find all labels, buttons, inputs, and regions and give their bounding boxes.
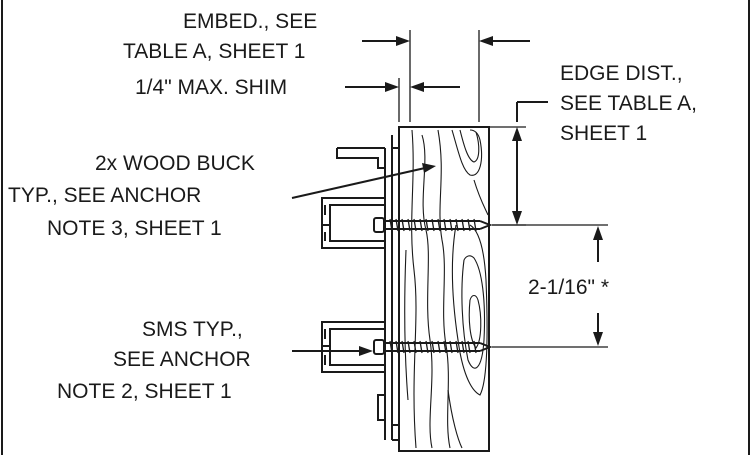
wood-grain (404, 129, 489, 449)
sms-label-line1: SMS TYP., (142, 318, 243, 341)
buck-label-line1: 2x WOOD BUCK (95, 152, 255, 175)
edge-label-line3: SHEET 1 (560, 122, 647, 145)
embed-label-line1: EMBED., SEE (183, 10, 317, 33)
aluminum-frame-profile (321, 135, 400, 441)
edge-label-line1: EDGE DIST., (560, 62, 683, 85)
spacing-label: 2-1/16" * (528, 276, 609, 299)
edge-label-line2: SEE TABLE A, (560, 92, 697, 115)
edge-distance-dimension (482, 101, 548, 226)
screw-spacing-dimension (492, 224, 608, 348)
wood-buck (398, 126, 490, 452)
upper-screw (373, 217, 493, 233)
sms-leader (292, 346, 373, 356)
lower-screw (373, 339, 493, 355)
buck-label-line2: TYP., SEE ANCHOR (8, 184, 201, 207)
embed-dimension (362, 30, 530, 122)
wood-buck-leader (291, 163, 436, 199)
sms-label-line3: NOTE 2, SHEET 1 (57, 380, 232, 403)
embed-label-line2: TABLE A, SHEET 1 (123, 40, 305, 63)
sms-label-line2: SEE ANCHOR (113, 348, 251, 371)
shim-dimension (345, 78, 460, 122)
buck-label-line3: NOTE 3, SHEET 1 (47, 217, 222, 240)
shim-label: 1/4" MAX. SHIM (135, 76, 287, 99)
labels: EMBED., SEE TABLE A, SHEET 1 1/4" MAX. S… (8, 10, 697, 403)
